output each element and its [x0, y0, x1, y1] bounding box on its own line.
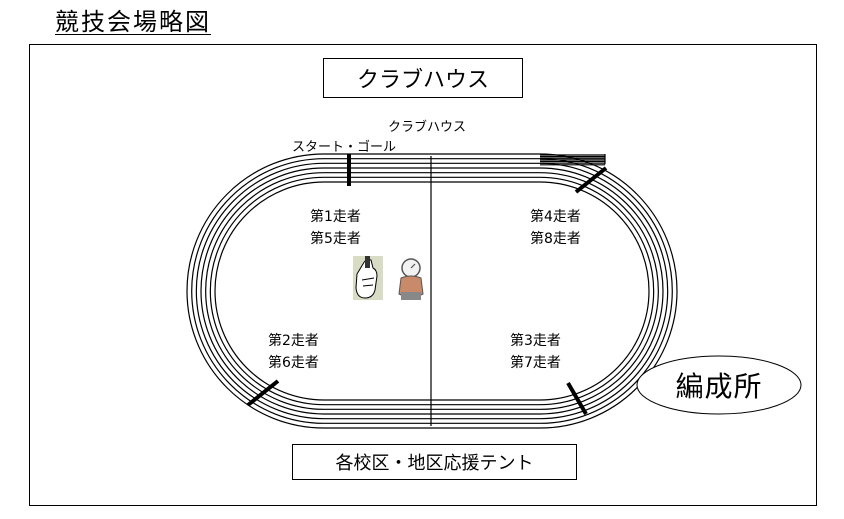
runner-3-label: 第3走者 [510, 333, 561, 349]
track-lane [200, 167, 664, 415]
track-lane [195, 162, 669, 420]
runner-label-1-5: 第1走者 第5走者 [310, 206, 361, 250]
clubhouse-box-label: クラブハウス [356, 68, 489, 93]
runner-label-4-8: 第4走者 第8走者 [530, 206, 581, 250]
diagram-frame [29, 44, 817, 506]
marshalling-label: 編成所 [675, 370, 763, 403]
clubhouse-box: クラブハウス [323, 58, 523, 98]
tent-label: 各校区・地区応援テント [335, 453, 534, 474]
stopwatch-hand-icon [397, 256, 425, 300]
track-lanes [186, 153, 678, 429]
track-lane [214, 181, 650, 401]
track-lane [209, 176, 655, 406]
exchange-zone-mark [246, 379, 280, 407]
start-goal-label: スタート・ゴール [292, 140, 397, 155]
exchange-zone-mark [566, 381, 588, 416]
runner-2-label: 第2走者 [268, 333, 319, 349]
exchange-zone-marks [246, 154, 608, 416]
clubhouse-label: クラブハウス [388, 120, 467, 135]
runner-1-label: 第1走者 [310, 209, 361, 225]
runner-5-label: 第5走者 [310, 231, 361, 247]
runner-7-label: 第7走者 [510, 355, 561, 371]
runner-label-3-7: 第3走者 第7走者 [510, 330, 561, 374]
track-lane [205, 172, 659, 410]
runner-8-label: 第8走者 [530, 231, 581, 247]
tent-box: 各校区・地区応援テント [292, 444, 577, 480]
runner-label-2-6: 第2走者 第6走者 [268, 330, 319, 374]
marshalling-area [636, 355, 802, 415]
runner-6-label: 第6走者 [268, 355, 319, 371]
track-lane [191, 158, 673, 424]
track-lane [186, 153, 678, 429]
page-title: 競技会場略図 [55, 8, 211, 36]
exchange-zone-mark [574, 166, 608, 194]
starter-pistol-hand-icon [353, 256, 383, 300]
runner-4-label: 第4走者 [530, 209, 581, 225]
